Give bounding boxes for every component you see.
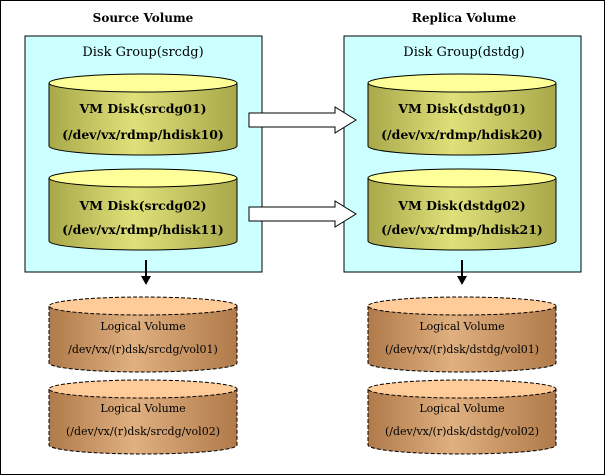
source-volume-heading: Source Volume: [93, 11, 194, 25]
replica-volume-2-path: (/dev/vx/(r)dsk/dstdg/vol02): [385, 425, 539, 438]
replica-vm-disk-1: VM Disk(dstdg01) (/dev/vx/rdmp/hdisk20): [367, 73, 557, 156]
replica-disk-2-name: VM Disk(dstdg02): [397, 198, 525, 213]
source-volume-2-name: Logical Volume: [100, 402, 185, 415]
replica-vm-disk-2: VM Disk(dstdg02) (/dev/vx/rdmp/hdisk21): [367, 168, 557, 251]
source-vm-disk-2: VM Disk(srcdg02) (/dev/vx/rdmp/hdisk11): [48, 168, 238, 251]
replica-logical-volume-1: Logical Volume (/dev/vx/(r)dsk/dstdg/vol…: [367, 296, 557, 373]
replication-arrow-2: [248, 200, 357, 228]
source-volume-1-name: Logical Volume: [100, 320, 185, 333]
source-disk-1-name: VM Disk(srcdg01): [78, 101, 206, 116]
source-volume-1-path: /dev/vx/(r)dsk/srcdg/vol01): [68, 343, 218, 356]
replica-disk-2-path: (/dev/vx/rdmp/hdisk21): [381, 222, 543, 237]
replica-logical-volume-2: Logical Volume (/dev/vx/(r)dsk/dstdg/vol…: [367, 379, 557, 455]
source-disk-2-name: VM Disk(srcdg02): [78, 198, 206, 213]
replica-volume-heading: Replica Volume: [412, 11, 517, 25]
replica-volume-2-name: Logical Volume: [419, 402, 504, 415]
source-logical-volume-1: Logical Volume /dev/vx/(r)dsk/srcdg/vol0…: [48, 296, 238, 373]
source-down-arrow: [141, 260, 151, 285]
source-disk-group-label: Disk Group(srcdg): [82, 45, 203, 60]
replication-arrow-1: [248, 106, 357, 134]
replica-disk-1-name: VM Disk(dstdg01): [397, 101, 525, 116]
replica-disk-group-label: Disk Group(dstdg): [403, 45, 524, 60]
source-vm-disk-1: VM Disk(srcdg01) (/dev/vx/rdmp/hdisk10): [48, 73, 238, 156]
replica-down-arrow: [457, 260, 467, 285]
replica-disk-1-path: (/dev/vx/rdmp/hdisk20): [381, 127, 543, 142]
source-disk-2-path: (/dev/vx/rdmp/hdisk11): [62, 222, 224, 237]
source-volume-2-path: (/dev/vx/(r)dsk/srcdg/vol02): [66, 425, 220, 438]
source-logical-volume-2: Logical Volume (/dev/vx/(r)dsk/srcdg/vol…: [48, 379, 238, 455]
source-disk-1-path: (/dev/vx/rdmp/hdisk10): [62, 127, 224, 142]
replica-volume-1-path: (/dev/vx/(r)dsk/dstdg/vol01): [385, 343, 539, 356]
replica-volume-1-name: Logical Volume: [419, 320, 504, 333]
